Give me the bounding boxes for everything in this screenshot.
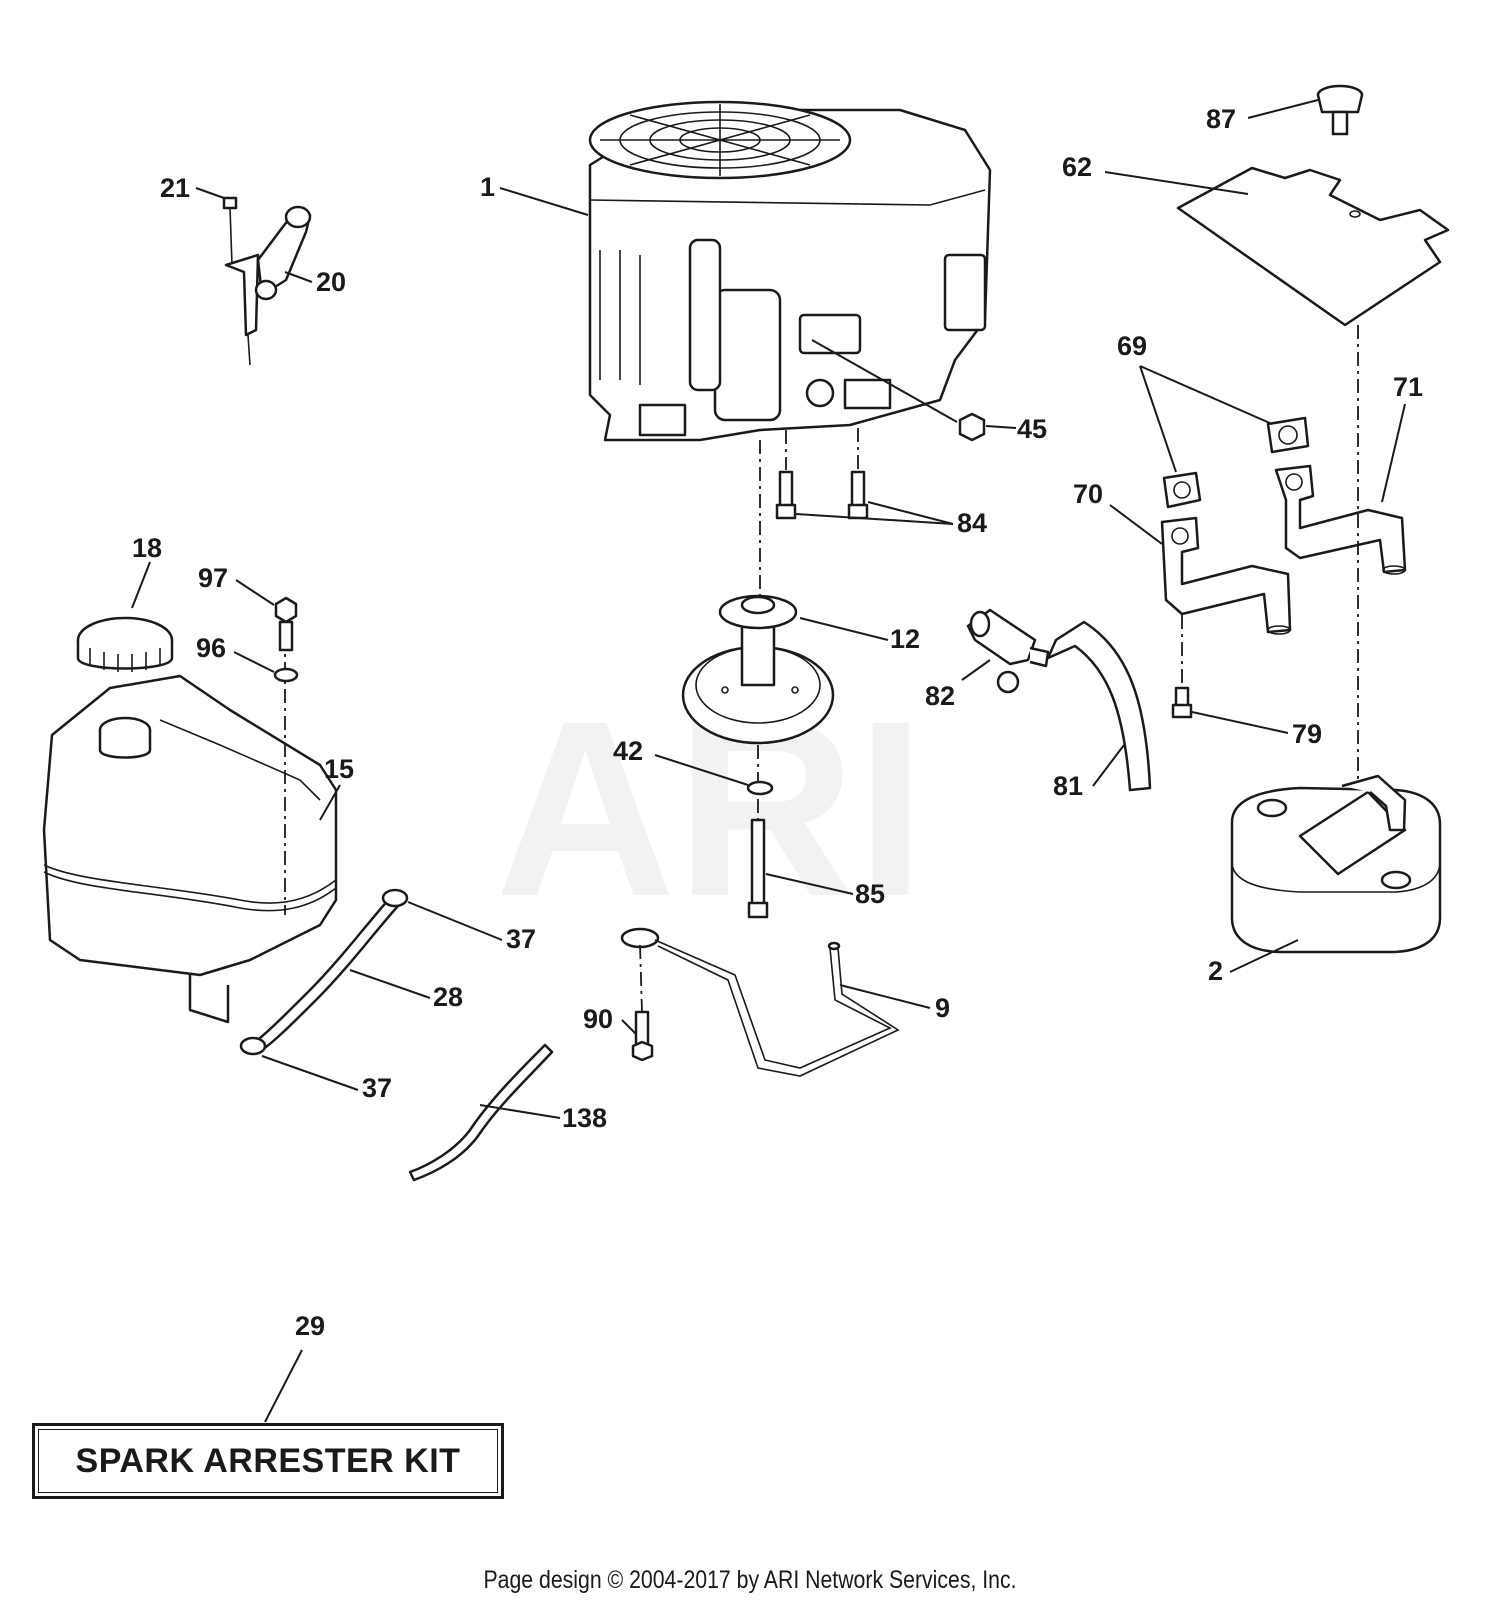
muffler-part [1230, 774, 1442, 954]
callout-79: 79 [1292, 719, 1322, 749]
exhaust-pipe-left-part [1160, 516, 1292, 635]
hose-part [408, 1043, 554, 1182]
rod-bolt-part [631, 1010, 654, 1062]
callout-82: 82 [925, 681, 955, 711]
pulley-bolt-part [747, 818, 769, 919]
tank-bolt-part [274, 596, 298, 652]
callout-45: 45 [1017, 414, 1047, 444]
oil-sensor-part [222, 196, 312, 366]
oil-cap-part [1316, 84, 1364, 136]
callout-62: 62 [1062, 152, 1092, 182]
callout-15: 15 [324, 754, 354, 784]
callout-28: 28 [433, 982, 463, 1012]
callout-85: 85 [855, 879, 885, 909]
exhaust-gasket-part [1162, 416, 1310, 509]
callout-12: 12 [890, 624, 920, 654]
pulley-part [681, 594, 835, 745]
callout-90: 90 [583, 1004, 613, 1034]
callout-81: 81 [1053, 771, 1083, 801]
callout-37-upper: 37 [506, 924, 536, 954]
fuel-filter-part [966, 608, 1050, 694]
callout-138: 138 [562, 1103, 607, 1133]
page-footer: Page design © 2004-2017 by ARI Network S… [483, 1566, 1017, 1594]
tank-washer-part [273, 667, 299, 683]
hose-clamp-upper-part [381, 888, 409, 908]
callout-9: 9 [935, 993, 950, 1023]
fuel-hose-part [1046, 620, 1152, 792]
exhaust-pipe-right-part [1274, 464, 1407, 575]
nut-part [958, 412, 986, 442]
fuel-cap-part [76, 616, 174, 672]
callout-1: 1 [480, 172, 495, 202]
callout-21: 21 [160, 173, 190, 203]
callout-96: 96 [196, 633, 226, 663]
heat-shield-part [1176, 166, 1450, 327]
spark-arrester-kit-box: SPARK ARRESTER KIT [32, 1423, 504, 1499]
callout-84: 84 [957, 508, 987, 538]
washer-part [746, 780, 774, 796]
hose-clamp-lower-part [239, 1036, 267, 1056]
callout-37-lower: 37 [362, 1073, 392, 1103]
engine-bolts-part [775, 470, 869, 520]
fuel-tank-part [42, 635, 338, 1024]
callout-20: 20 [316, 267, 346, 297]
exhaust-screw-part [1171, 686, 1193, 719]
spark-arrester-kit-label: SPARK ARRESTER KIT [75, 1441, 461, 1480]
callout-42: 42 [613, 736, 643, 766]
callout-70: 70 [1073, 479, 1103, 509]
callout-71: 71 [1393, 372, 1423, 402]
callout-69: 69 [1117, 331, 1147, 361]
callout-87: 87 [1206, 104, 1236, 134]
rod-part [620, 927, 900, 1077]
engine-part [588, 100, 992, 442]
callout-18: 18 [132, 533, 162, 563]
callout-2: 2 [1208, 956, 1223, 986]
callout-97: 97 [198, 563, 228, 593]
callout-29: 29 [295, 1311, 325, 1341]
